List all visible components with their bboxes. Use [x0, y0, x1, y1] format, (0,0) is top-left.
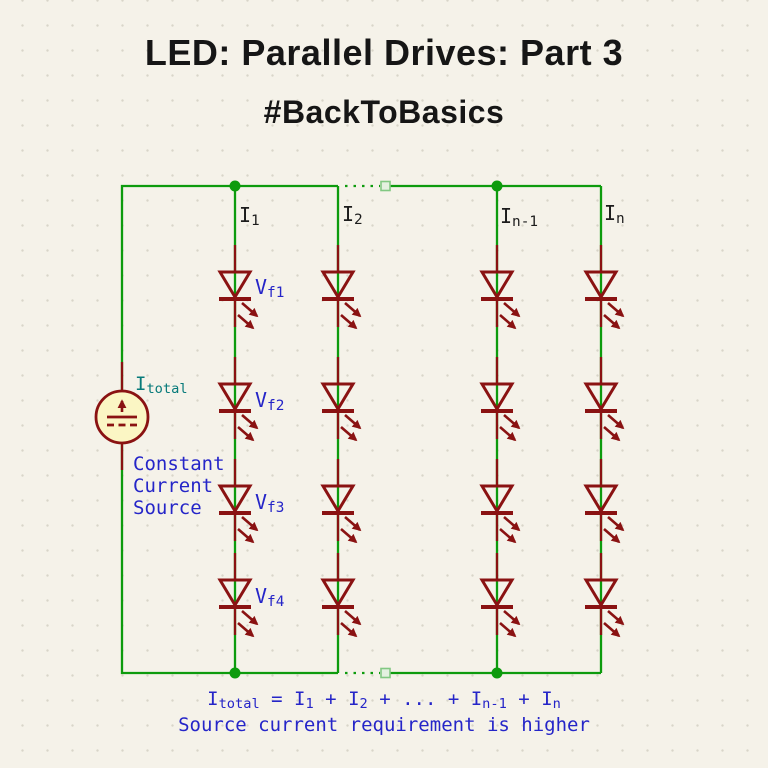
- junction-dot: [229, 667, 241, 679]
- led-symbol-r4-c2: [322, 553, 360, 636]
- led-symbol-r3-c1: [219, 459, 257, 542]
- led-array: [219, 245, 623, 636]
- branch-current-label-i2: I2: [342, 202, 363, 228]
- vf-label-1: Vf1: [255, 275, 285, 301]
- vf-label-4: Vf4: [255, 584, 285, 610]
- led-symbol-r1-c3: [481, 245, 519, 328]
- vf-label-3: Vf3: [255, 490, 285, 516]
- led-symbol-r1-c4: [585, 245, 623, 328]
- current-sum-equation: Itotal = I1 + I2 + ... + In-1 + In: [207, 688, 561, 712]
- junction-dot: [491, 180, 503, 192]
- junction-dot: [229, 180, 241, 192]
- caption-text: Source current requirement is higher: [178, 714, 590, 736]
- led-symbol-r2-c3: [481, 357, 519, 440]
- led-symbol-r2-c4: [585, 357, 623, 440]
- wires: [120, 184, 603, 675]
- wire-break-markers: [380, 180, 391, 679]
- wire-break-marker-top: [380, 180, 391, 192]
- led-symbol-r2-c1: [219, 357, 257, 440]
- branch-current-label-in: In: [604, 201, 625, 227]
- led-symbol-r3-c4: [585, 459, 623, 542]
- itotal-label: Itotal: [135, 373, 188, 397]
- led-symbol-r4-c4: [585, 553, 623, 636]
- vf-label-2: Vf2: [255, 388, 285, 414]
- led-symbol-r2-c2: [322, 357, 360, 440]
- page-subtitle: #BackToBasics: [263, 94, 505, 130]
- led-symbol-r3-c2: [322, 459, 360, 542]
- page-title: LED: Parallel Drives: Part 3: [144, 32, 624, 73]
- branch-current-label-i1: I1: [239, 203, 260, 229]
- current-source-symbol: [94, 362, 150, 470]
- junction-dot: [491, 667, 503, 679]
- junction-dots: [229, 180, 503, 679]
- branch-current-label-in-1: In-1: [500, 204, 539, 230]
- led-symbol-r4-c3: [481, 553, 519, 636]
- led-symbol-r1-c2: [322, 245, 360, 328]
- led-symbol-r4-c1: [219, 553, 257, 636]
- led-symbol-r1-c1: [219, 245, 257, 328]
- source-name-label: Constant Current Source: [133, 453, 225, 519]
- wire-left-loop: [120, 184, 338, 675]
- wire-break-marker-bottom: [380, 667, 391, 679]
- led-symbol-r3-c3: [481, 459, 519, 542]
